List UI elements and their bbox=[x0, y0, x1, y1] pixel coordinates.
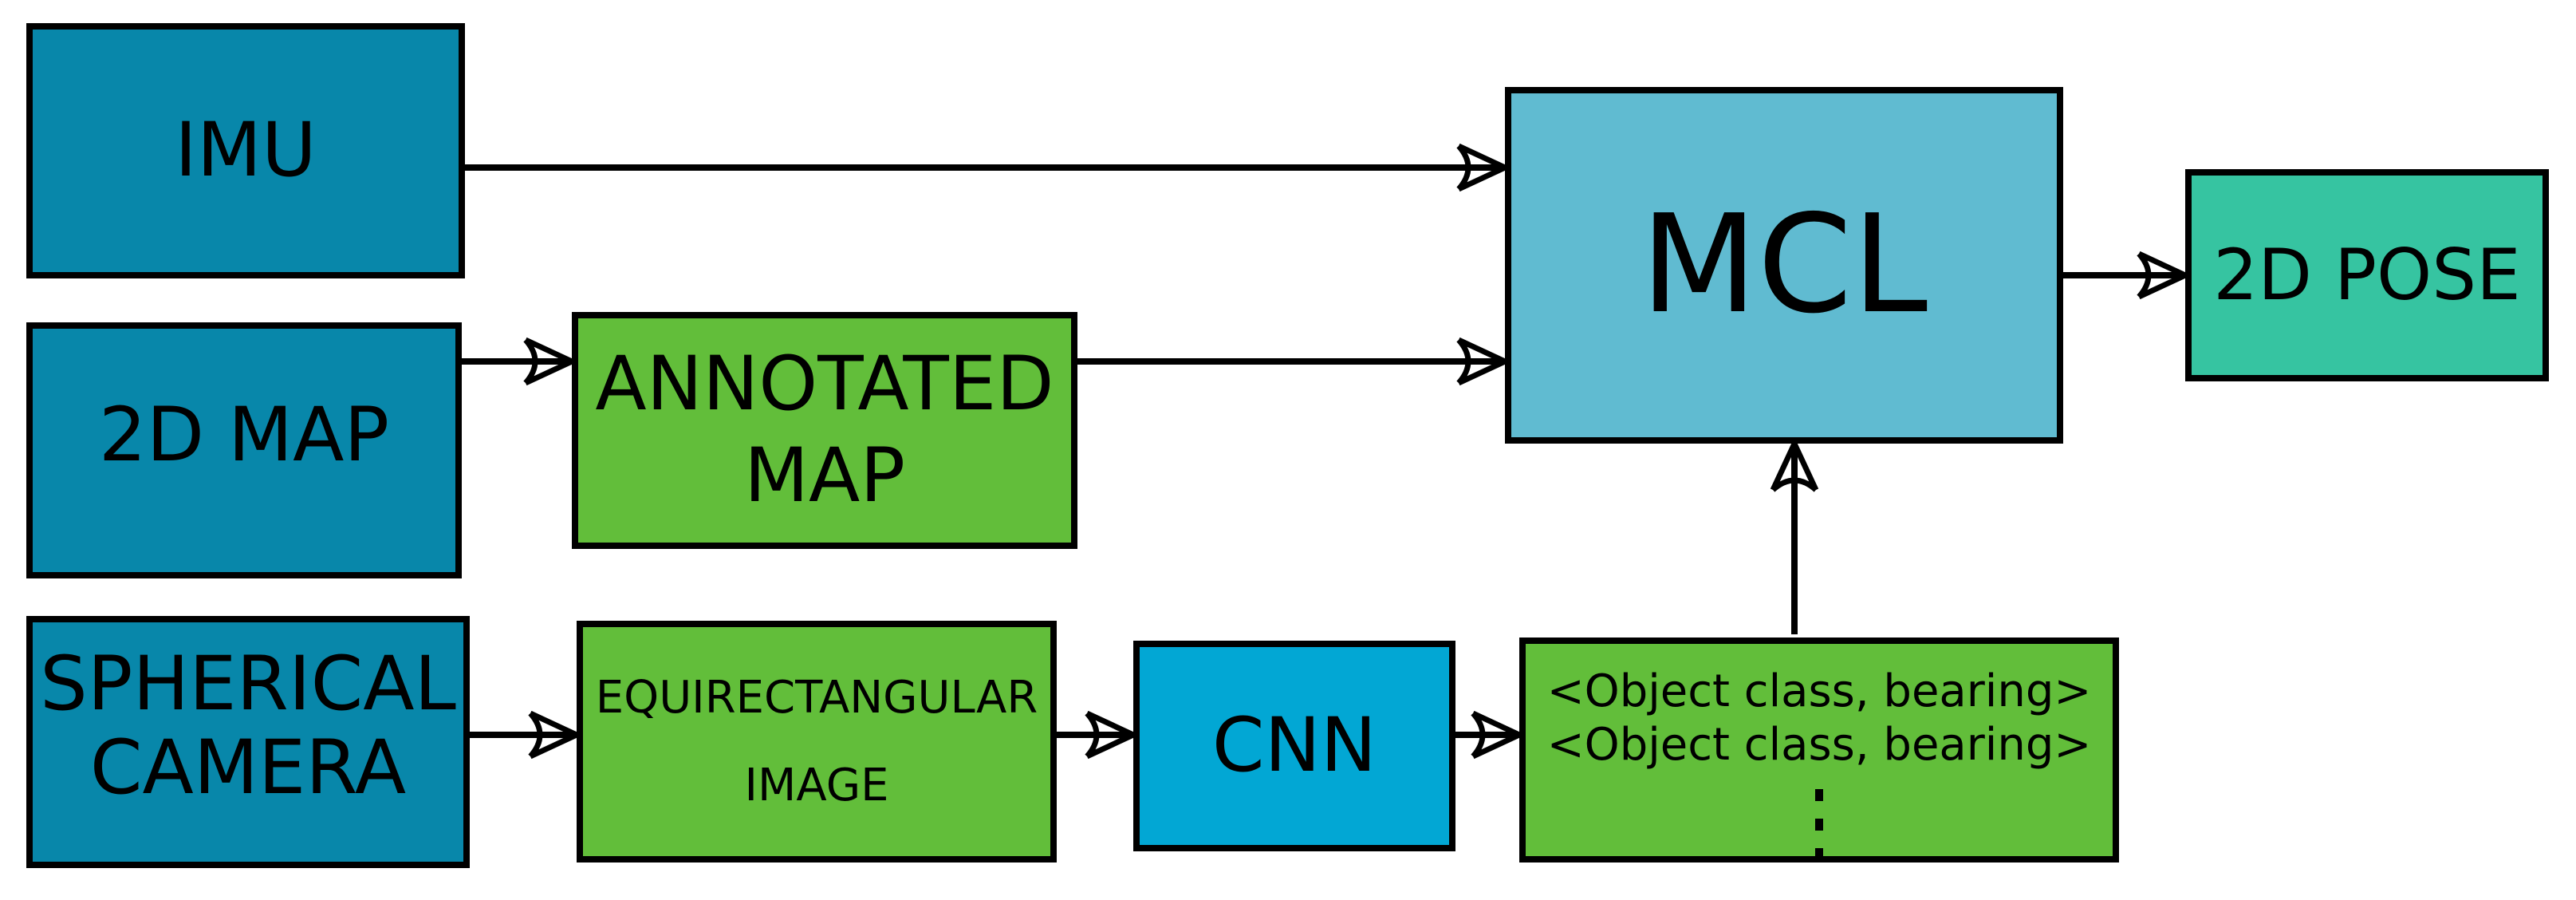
node-equirectangular-image: EQUIRECTANGULAR IMAGE bbox=[577, 621, 1057, 862]
detection-tuple-line2: <Object class, bearing> bbox=[1546, 719, 2092, 772]
spherical-camera-label-line1: SPHERICAL bbox=[40, 640, 456, 728]
cnn-label: CNN bbox=[1211, 701, 1377, 789]
spherical-camera-label-line2: CAMERA bbox=[89, 724, 407, 811]
arrow-imu-to-mcl bbox=[465, 143, 1512, 192]
node-cnn: CNN bbox=[1133, 641, 1455, 851]
arrow-mcl-to-pose bbox=[2063, 251, 2192, 300]
node-spherical-camera: SPHERICAL CAMERA bbox=[26, 616, 470, 868]
mcl-label: MCL bbox=[1640, 185, 1928, 344]
arrow-equirect-to-cnn bbox=[1057, 710, 1140, 760]
arrow-spherical-to-equirect bbox=[470, 710, 584, 760]
arrow-annotated-map-to-mcl bbox=[1077, 337, 1512, 386]
node-2d-pose: 2D POSE bbox=[2185, 169, 2549, 381]
node-imu: IMU bbox=[26, 23, 465, 278]
node-object-detections: <Object class, bearing> <Object class, b… bbox=[1519, 638, 2119, 862]
node-annotated-map: ANNOTATED MAP bbox=[572, 312, 1077, 549]
equirectangular-image-label-line1: EQUIRECTANGULAR bbox=[595, 672, 1038, 724]
arrow-2dmap-to-annotated-map bbox=[462, 337, 579, 386]
arrow-detections-to-mcl bbox=[1770, 436, 1819, 634]
annotated-map-label-line1: ANNOTATED bbox=[595, 340, 1054, 428]
equirectangular-image-label-line2: IMAGE bbox=[744, 759, 889, 811]
node-2d-map: 2D MAP bbox=[26, 322, 462, 578]
vertical-ellipsis bbox=[1815, 789, 1823, 861]
annotated-map-label-line2: MAP bbox=[743, 432, 906, 519]
imu-label: IMU bbox=[175, 106, 317, 194]
arrow-cnn-to-detections bbox=[1455, 710, 1526, 760]
detection-tuple-line1: <Object class, bearing> bbox=[1546, 665, 2092, 717]
2d-pose-label: 2D POSE bbox=[2213, 234, 2521, 317]
2d-map-label: 2D MAP bbox=[98, 392, 390, 480]
node-mcl: MCL bbox=[1505, 87, 2063, 444]
